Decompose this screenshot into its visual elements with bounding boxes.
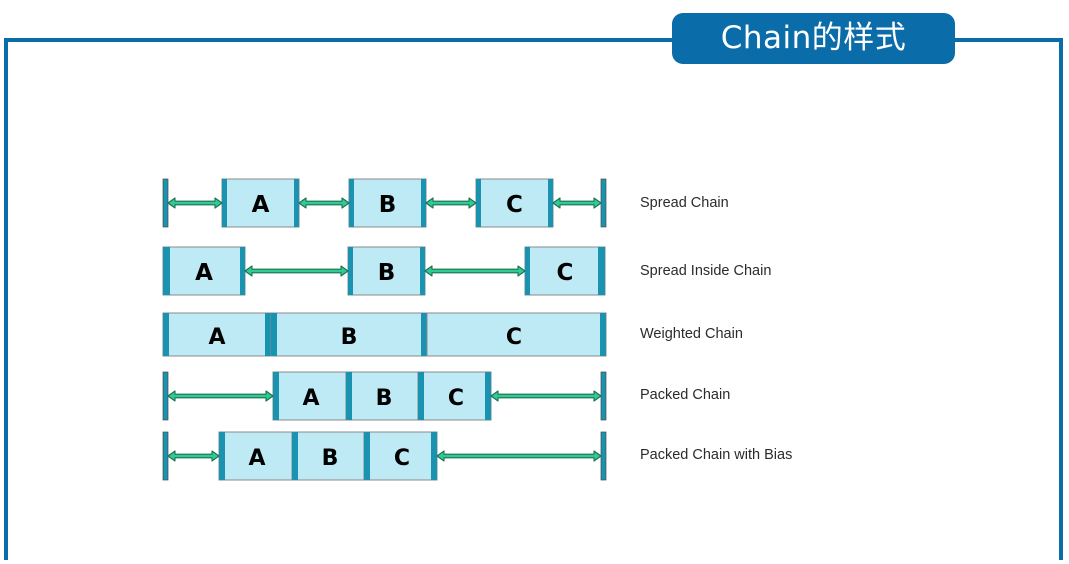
chain-box-label: C [394,446,410,471]
chain-box-a-left-bar [219,432,225,480]
spacing-arrow [244,265,349,277]
chain-box-a-right-bar [240,247,245,295]
chain-box-a-left-bar [273,372,279,420]
end-stop-right [600,178,607,228]
chain-box-c-left-bar [418,372,424,420]
spacing-arrow [167,390,274,402]
end-stop-left [162,178,169,228]
spacing-arrow [167,450,220,462]
chain-box-a-right-bar [265,313,271,356]
chain-box-label: B [378,260,396,286]
chain-box-label: A [248,446,265,471]
chain-box-c-right-bar [548,179,553,227]
chain-box-label: C [506,325,522,350]
chain-box-c [417,371,492,421]
chain-box-label: C [506,192,523,218]
title-banner: Chain的样式 [672,13,955,64]
chain-box-b-left-bar [349,179,354,227]
chain-box-label: B [341,325,358,350]
end-stop-left [162,431,169,481]
row-spread-inside-chain-graphics: A B C [162,246,606,296]
end-stop-right [600,431,607,481]
chain-box-c [426,312,607,357]
chain-box-label: C [448,386,464,411]
row-label-packed-chain-with-bias: Packed Chain with Bias [640,447,793,463]
spacing-arrow [298,197,350,209]
row-label-spread-chain: Spread Chain [640,195,729,211]
row-weighted-chain-graphics: A B C [162,312,607,357]
chain-box-c [524,246,606,296]
chain-box-a-left-bar [163,247,170,295]
chain-box-b-left-bar [292,432,298,480]
row-packed-chain-graphics: A B C [162,371,607,421]
frame-right-border [1059,38,1063,560]
row-spread-chain-graphics: A B C [162,178,607,228]
chain-box-label: A [302,386,319,411]
chain-box-a-left-bar [163,313,169,356]
chain-box-b-left-bar [271,313,277,356]
chain-box-c-left-bar [476,179,481,227]
page-title: Chain的样式 [720,20,907,56]
chain-box-c-left-bar [364,432,370,480]
chain-box-b-left-bar [348,247,353,295]
chain-box-a-left-bar [222,179,227,227]
chain-box-b-right-bar [421,179,426,227]
chain-box-c-right-bar [600,313,606,356]
spacing-arrow [424,265,526,277]
chain-box-a [218,431,293,481]
chain-box-c-right-bar [431,432,437,480]
spacing-arrow [552,197,602,209]
chain-box-c [363,431,438,481]
chain-box-b [291,431,365,481]
chain-box-b [348,178,427,228]
spacing-arrow [425,197,477,209]
chain-box-b-left-bar [346,372,352,420]
end-stop-left [162,371,169,421]
chain-box-label: B [322,446,339,471]
spacing-arrow [436,450,602,462]
chain-box-label: A [252,192,270,218]
frame-left-border [4,38,8,560]
chain-box-a-right-bar [294,179,299,227]
spacing-arrow [490,390,602,402]
chain-box-c-left-bar [525,247,530,295]
chain-box-label: C [557,260,574,286]
chain-box-label: A [195,260,213,286]
spacing-arrow [167,197,223,209]
row-label-packed-chain: Packed Chain [640,387,731,403]
chain-box-c-right-bar [485,372,491,420]
row-packed-chain-with-bias-graphics: A B C [162,431,607,481]
chain-box-c-right-bar [598,247,605,295]
chain-box-b-right-bar [420,247,425,295]
frame-top-border [4,38,1063,42]
chain-box-b [345,371,419,421]
chain-box-label: A [208,325,225,350]
chain-box-label: B [376,386,393,411]
end-stop-right [600,371,607,421]
chain-box-b-right-bar [421,313,427,356]
chain-box-label: B [379,192,397,218]
row-label-spread-inside-chain: Spread Inside Chain [640,263,772,279]
chain-box-b [347,246,426,296]
chain-box-c [475,178,554,228]
row-label-weighted-chain: Weighted Chain [640,326,743,342]
